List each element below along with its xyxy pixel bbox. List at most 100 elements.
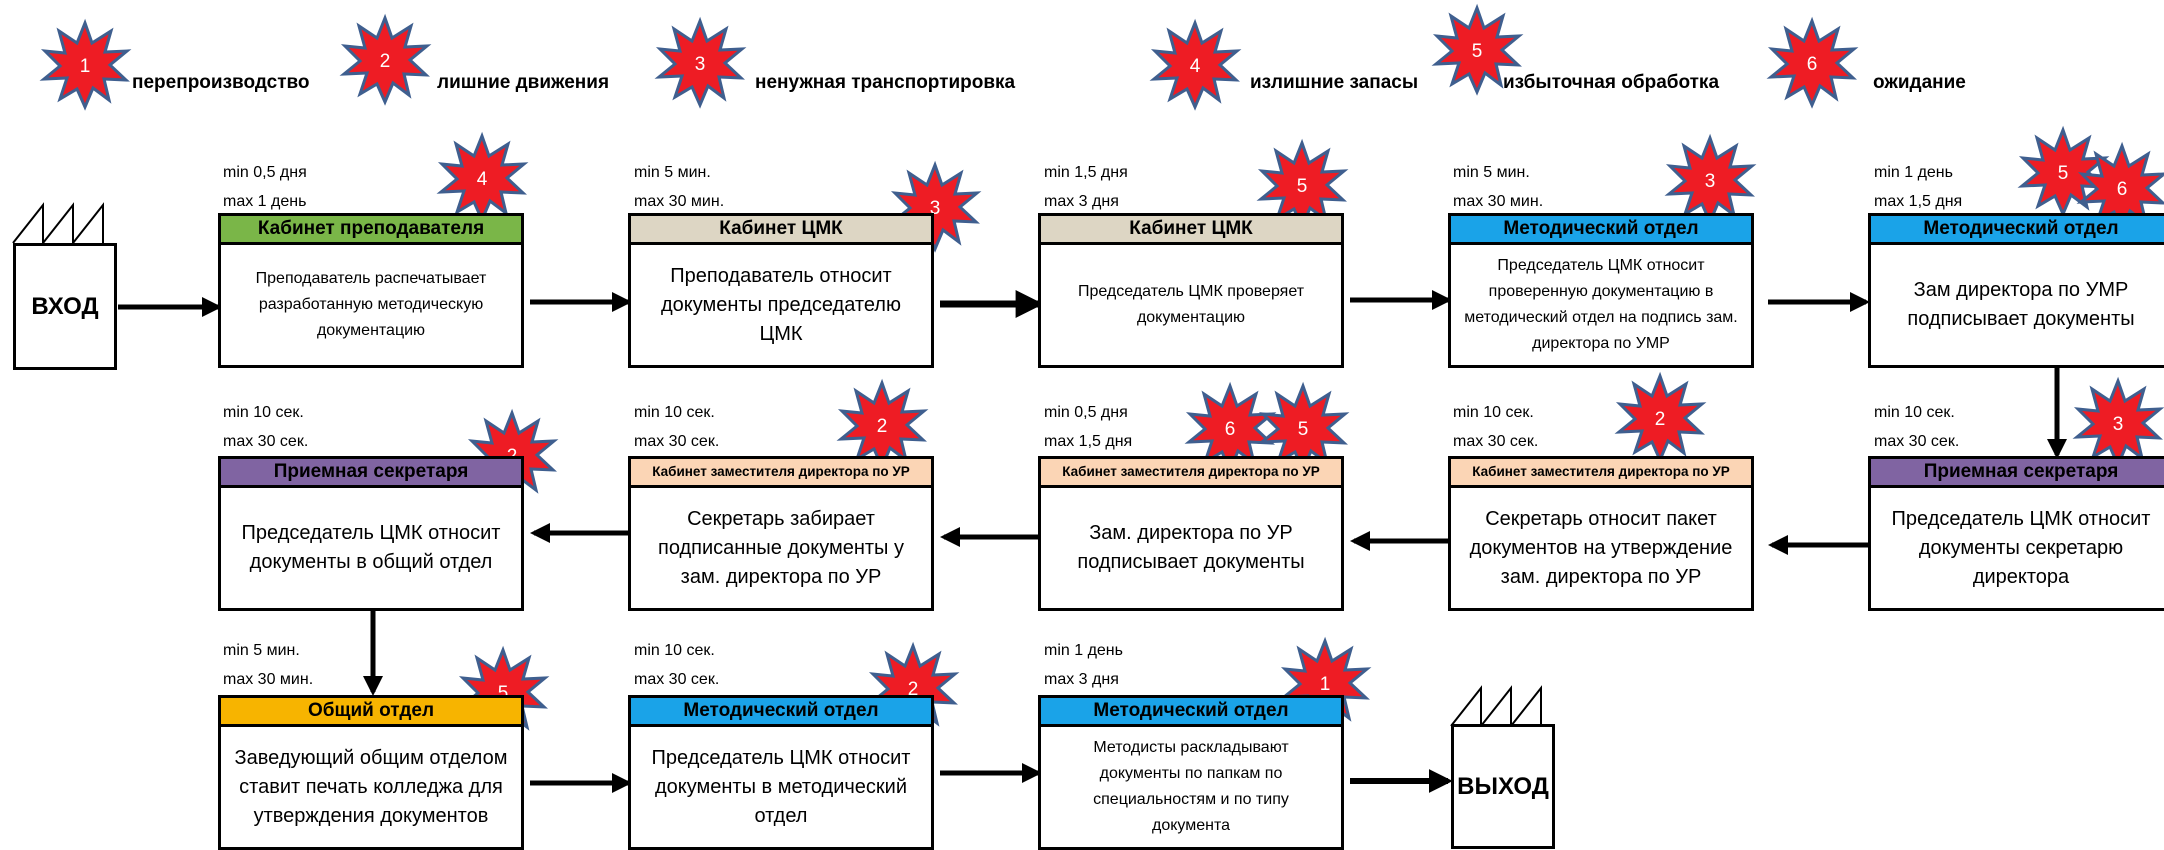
time-max: max 30 сек.: [223, 433, 309, 450]
exit-roof: [1450, 685, 1542, 729]
waste-star-icon: 4: [1152, 21, 1239, 109]
time-min: min 5 мин.: [1453, 164, 1530, 181]
process-text: Председатель ЦМК относит проверенную док…: [1464, 257, 1738, 352]
waste-star-icon: 1: [42, 21, 129, 109]
waste-star-icon: 2: [342, 16, 429, 104]
process-box: Кабинет заместителя директора по УР Секр…: [1448, 456, 1754, 611]
entry-box: ВХОД: [13, 243, 117, 370]
waste-star-icon: 5: [1259, 141, 1346, 229]
waste-star-icon: 6: [1769, 19, 1856, 107]
time-min: min 10 сек.: [1874, 404, 1955, 421]
time-max: max 1,5 дня: [1044, 433, 1133, 450]
process-box: Приемная секретаря Председатель ЦМК отно…: [218, 456, 524, 611]
process-box: Приемная секретаря Председатель ЦМК отно…: [1868, 456, 2164, 611]
time-min: min 5 мин.: [634, 164, 711, 181]
waste-star-icon: 2: [1617, 374, 1704, 462]
process-text: Зам. директора по УР подписывает докумен…: [1077, 522, 1305, 573]
svg-text:5: 5: [498, 683, 509, 704]
waste-star-icon: 5: [1260, 384, 1347, 472]
process-header: Кабинет заместителя директора по УР: [1451, 459, 1751, 488]
time-min: min 10 сек.: [223, 404, 304, 421]
legend-label: ожидание: [1873, 72, 1966, 93]
time-max: max 3 дня: [1044, 193, 1119, 210]
time-range: min 10 сек. max 30 сек.: [1874, 398, 1959, 456]
time-max: max 30 мин.: [634, 193, 725, 210]
waste-star-icon: 5: [2020, 128, 2107, 216]
process-header: Общий отдел: [221, 698, 521, 727]
time-max: max 1,5 дня: [1874, 193, 1963, 210]
time-max: max 30 сек.: [1874, 433, 1960, 450]
svg-text:1: 1: [80, 56, 91, 77]
process-header: Кабинет заместителя директора по УР: [1041, 459, 1341, 488]
time-min: min 1 день: [1044, 642, 1123, 659]
waste-star-icon: 6: [2079, 144, 2164, 232]
process-text: Секретарь относит пакет документов на ут…: [1469, 507, 1733, 588]
process-box: Кабинет ЦМК Преподаватель относит докуме…: [628, 213, 934, 368]
legend-label: ненужная транспортировка: [755, 72, 1016, 93]
time-max: max 30 сек.: [634, 433, 720, 450]
time-min: min 1,5 дня: [1044, 164, 1128, 181]
exit-label: ВЫХОД: [1457, 772, 1549, 800]
waste-star-icon: 2: [839, 381, 926, 469]
process-header: Приемная секретаря: [221, 459, 521, 488]
time-min: min 10 сек.: [1453, 404, 1534, 421]
legend-label: лишние движения: [437, 72, 610, 93]
process-header: Кабинет ЦМК: [631, 216, 931, 245]
process-header: Приемная секретаря: [1871, 459, 2164, 488]
time-range: min 1,5 дня max 3 дня: [1044, 158, 1128, 216]
time-max: max 3 дня: [1044, 671, 1119, 688]
process-box: Методический отдел Зам директора по УМР …: [1868, 213, 2164, 368]
process-header: Кабинет ЦМК: [1041, 216, 1341, 245]
time-min: min 0,5 дня: [1044, 404, 1128, 421]
time-max: max 30 мин.: [1453, 193, 1544, 210]
time-max: max 30 сек.: [1453, 433, 1539, 450]
process-header: Методический отдел: [1451, 216, 1751, 245]
process-box: Методический отдел Председатель ЦМК отно…: [628, 695, 934, 850]
exit-box: ВЫХОД: [1451, 724, 1555, 849]
svg-text:3: 3: [695, 54, 706, 75]
svg-text:4: 4: [477, 169, 488, 190]
time-range: min 10 сек. max 30 сек.: [634, 636, 719, 694]
svg-text:5: 5: [1298, 419, 1309, 440]
time-range: min 5 мин. max 30 мин.: [634, 158, 724, 216]
svg-text:6: 6: [1807, 54, 1818, 75]
process-text: Зам директора по УМР подписывает докумен…: [1907, 279, 2135, 330]
time-min: min 10 сек.: [634, 642, 715, 659]
time-range: min 10 сек. max 30 сек.: [1453, 398, 1538, 456]
process-text: Методисты раскладывают документы по папк…: [1093, 739, 1289, 834]
svg-text:4: 4: [1190, 56, 1201, 77]
svg-text:3: 3: [930, 198, 941, 219]
process-box: Методический отдел Методисты раскладываю…: [1038, 695, 1344, 850]
time-range: min 10 сек. max 30 сек.: [223, 398, 308, 456]
time-max: max 30 мин.: [223, 671, 314, 688]
process-box: Методический отдел Председатель ЦМК отно…: [1448, 213, 1754, 368]
legend-label: излишние запасы: [1250, 72, 1419, 93]
svg-text:5: 5: [1297, 176, 1308, 197]
time-min: min 10 сек.: [634, 404, 715, 421]
process-text: Преподаватель относит документы председа…: [661, 264, 901, 345]
time-range: min 0,5 дня max 1,5 дня: [1044, 398, 1132, 456]
time-range: min 5 мин. max 30 мин.: [1453, 158, 1543, 216]
process-header: Кабинет заместителя директора по УР: [631, 459, 931, 488]
process-text: Секретарь забирает подписанные документы…: [657, 507, 904, 588]
waste-star-icon: 6: [1187, 384, 1274, 472]
process-box: Кабинет ЦМК Председатель ЦМК проверяет д…: [1038, 213, 1344, 368]
process-header: Кабинет преподавателя: [221, 216, 521, 245]
svg-text:2: 2: [380, 51, 391, 72]
svg-text:6: 6: [2117, 179, 2128, 200]
time-range: min 10 сек. max 30 сек.: [634, 398, 719, 456]
waste-star-icon: 4: [439, 134, 526, 222]
entry-roof: [12, 202, 104, 246]
svg-text:2: 2: [908, 679, 919, 700]
legend-label: перепроизводство: [132, 72, 310, 93]
waste-star-icon: 5: [460, 648, 547, 736]
time-max: max 30 сек.: [634, 671, 720, 688]
svg-text:6: 6: [1225, 419, 1236, 440]
time-max: max 1 день: [223, 193, 307, 210]
process-text: Председатель ЦМК относит документы в общ…: [241, 522, 501, 573]
svg-text:2: 2: [1655, 409, 1666, 430]
waste-star-icon: 3: [892, 163, 979, 251]
waste-star-icon: 3: [1667, 136, 1754, 224]
waste-star-icon: 2: [870, 644, 957, 732]
